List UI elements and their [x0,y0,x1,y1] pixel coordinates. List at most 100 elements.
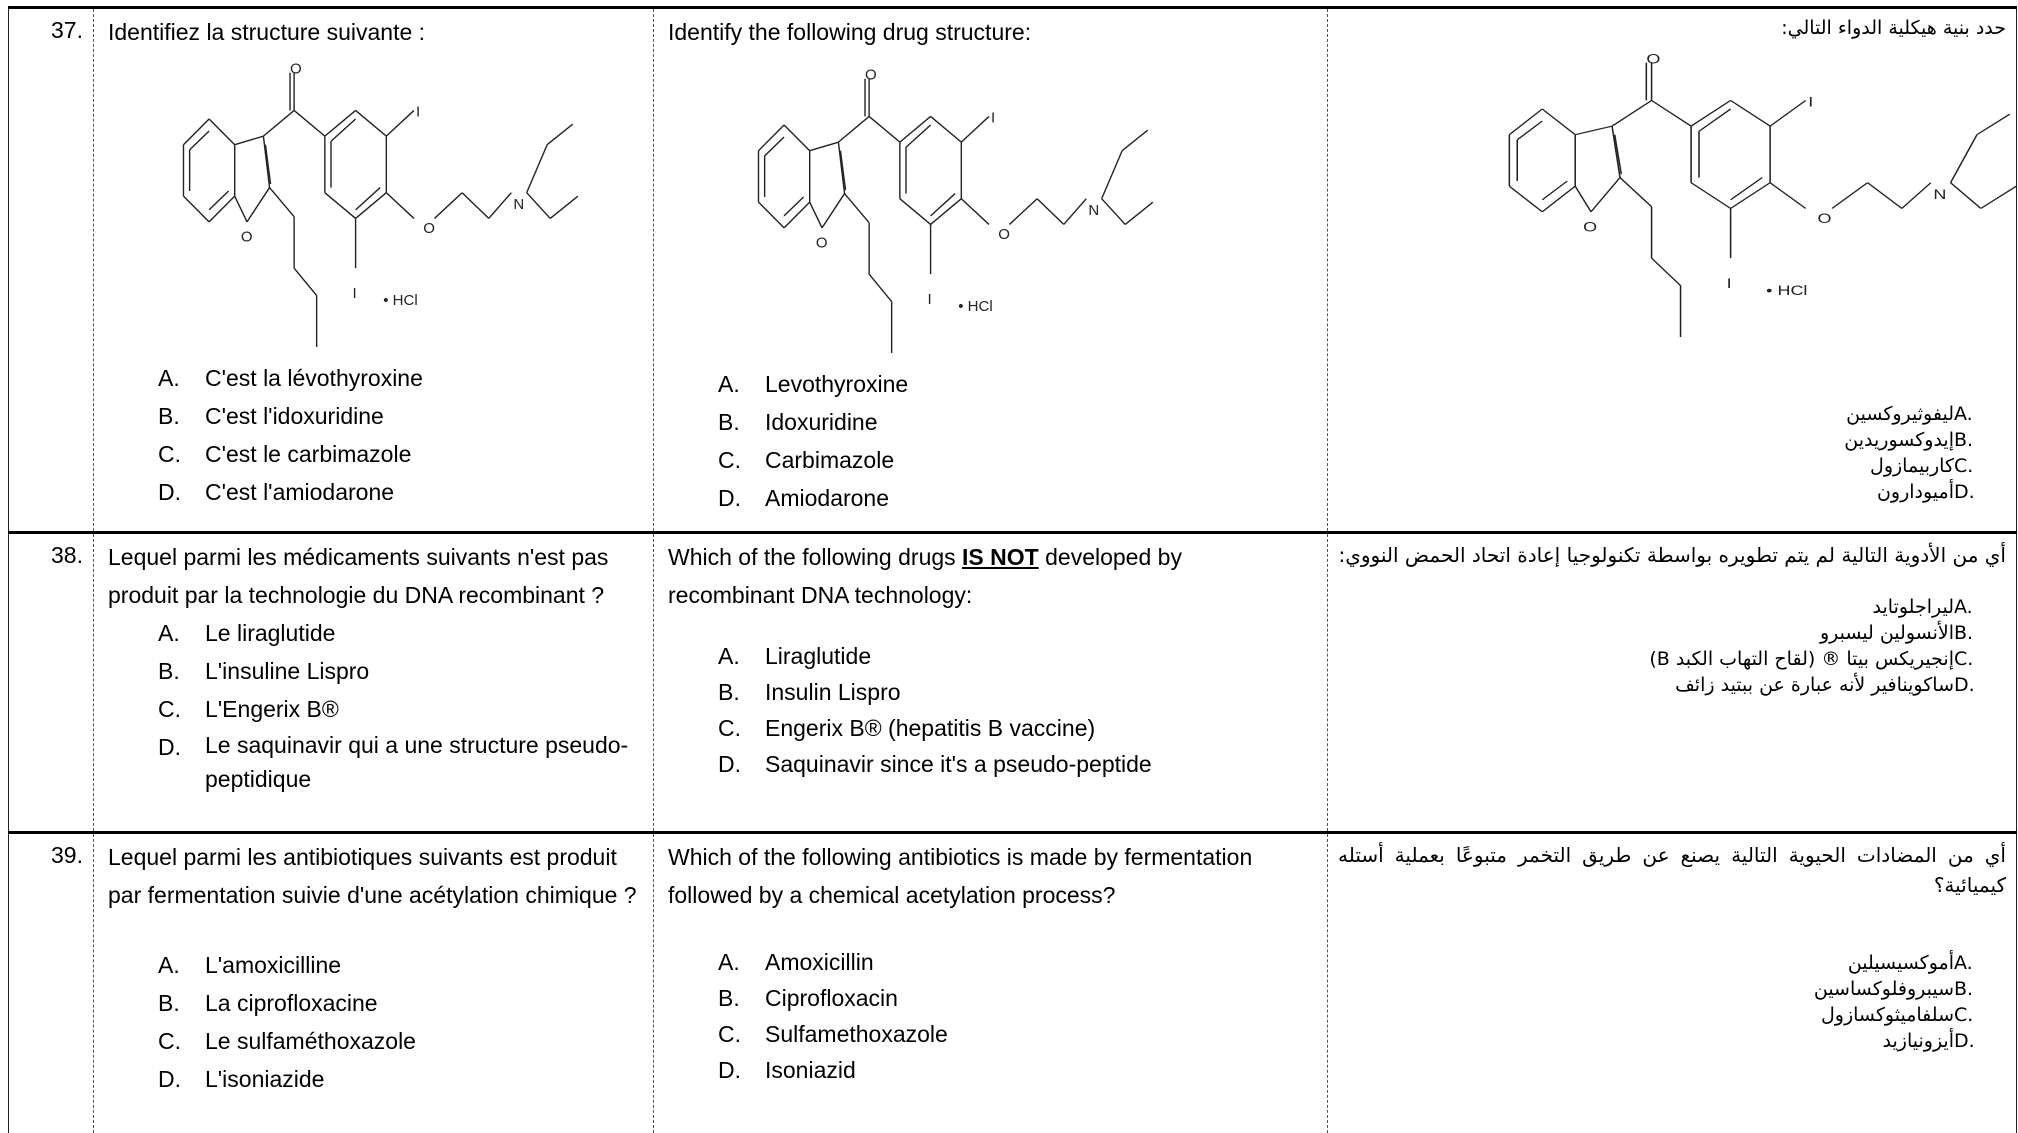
option-a[interactable]: A.ليفوثيروكسين [1846,403,1973,425]
option-c[interactable]: C.كاربيمازول [1870,455,1974,477]
option-d[interactable]: D.أيزونيازيد [1882,1030,1975,1052]
question-text-ar: حدد بنية هيكلية الدواء التالي: [1781,17,2006,39]
option-d[interactable]: D.Amiodarone [718,485,890,511]
bond-line [1008,198,1038,225]
option-c[interactable]: C.سلفاميثوكسازول [1820,1004,1974,1026]
option-c[interactable]: C.C'est le carbimazole [158,441,412,467]
bond-line [1650,257,1682,286]
question-text-fr: Identifiez la structure suivante : [108,19,426,45]
atom-label: I [928,291,932,308]
option-d[interactable]: D.Le saquinavir qui a une structure pseu… [158,732,629,792]
bond-line [1976,113,2011,136]
bond-line [837,142,846,194]
option-b[interactable]: B.Ciprofloxacin [718,985,898,1011]
bond-line [189,130,210,151]
atom-label: O [816,235,828,252]
option-c[interactable]: C.Carbimazole [718,447,895,473]
bond-line [1063,198,1087,225]
option-b[interactable]: B.La ciprofloxacine [158,990,378,1016]
bond-line [839,150,847,191]
bond-line [783,196,805,217]
option-a[interactable]: A.Amoxicillin [718,949,874,975]
bond-line [262,109,295,137]
bond-line [930,193,956,217]
bond-line [293,267,318,297]
option-b[interactable]: B.الأنسولين ليسبرو [1819,622,1974,644]
bond-line [526,192,551,219]
atom-label: O [1646,51,1660,67]
option-b[interactable]: B.C'est l'idoxuridine [158,403,384,429]
option-d[interactable]: D.أميودارون [1876,481,1975,503]
bond-line [208,118,236,146]
atom-label: • HCl [958,298,992,315]
bond-line [324,192,357,219]
option-a[interactable]: A.Liraglutide [718,643,872,669]
bond-line [549,195,579,219]
english-column: Identify the following drug structure: O… [653,7,1328,533]
option-c[interactable]: C.إنجيريكس بيتا ® (لقاح التهاب الكبد B) [1649,648,1974,670]
bond-line [246,187,271,223]
atom-label: I [416,103,420,120]
bond-line [234,195,248,223]
options-list-ar: A.أموكسيسيلين B.سيبروفلوكساسين C.سلفاميث… [1338,950,2006,1054]
option-b[interactable]: B.Insulin Lispro [718,679,901,705]
option-d[interactable]: D.C'est l'amiodarone [158,479,395,505]
option-d[interactable]: D.Isoniazid [718,1057,856,1083]
option-a[interactable]: A.ليراجلوتايد [1872,596,1973,618]
option-d[interactable]: D.ساكوينافير لأنه عبارة عن ببتيد زائف [1675,674,1975,696]
option-a[interactable]: A.Levothyroxine [718,371,909,397]
option-b[interactable]: B.Idoxuridine [718,409,878,435]
option-c[interactable]: C.Le sulfaméthoxazole [158,1028,416,1054]
bond-line [385,192,415,219]
option-b[interactable]: B.سيبروفلوكساسين [1813,978,1974,1000]
atom-label: I [991,109,995,126]
option-b[interactable]: B.إيدوكسوريدين [1844,429,1974,451]
bond-line [293,109,326,137]
atom-label: O [423,220,435,237]
bond-line [182,118,210,146]
question-number: 37. [8,7,94,533]
atom-label: O [1583,219,1597,235]
bond-line [1611,99,1653,127]
bond-line [1769,99,1807,127]
option-a[interactable]: A.Le liraglutide [158,620,336,646]
options-list-fr: A.C'est la lévothyroxine B.C'est l'idoxu… [108,359,639,511]
bond-line [930,115,962,143]
option-c[interactable]: C.Engerix B® (hepatitis B vaccine) [718,715,1096,741]
option-b[interactable]: B.L'insuline Lispro [158,658,370,684]
option-c[interactable]: C.L'Engerix B® [158,696,339,722]
atom-label: O [1818,211,1832,227]
bond-line [783,201,811,229]
bond-line [1949,134,1978,183]
bond-line [1508,185,1543,213]
bond-line [1831,182,1869,209]
bond-line [1541,185,1576,213]
option-d[interactable]: D.L'isoniazide [158,1066,325,1092]
bond-line [1619,177,1653,208]
question-text-en: Which of the following drugs IS NOT deve… [668,544,1182,608]
atom-label: I [353,285,357,302]
question-number: 38. [8,532,94,833]
bond-line [1901,182,1932,209]
question-text-ar: أي من الأدوية التالية لم يتم تطويره بواس… [1338,543,2006,567]
question-text-ar: أي من المضادات الحيوية التالية يصنع عن ط… [1338,843,2006,897]
option-c[interactable]: C.Sulfamethoxazole [718,1021,948,1047]
bond-line [1980,185,2017,209]
question-text-fr: Lequel parmi les antibiotiques suivants … [108,844,637,908]
option-a[interactable]: A.أموكسيسيلين [1847,952,1973,974]
bond-line [1541,180,1568,201]
atom-label: I [1808,94,1813,110]
french-column: Lequel parmi les antibiotiques suivants … [93,832,654,1133]
option-a[interactable]: A.L'amoxicilline [158,952,342,978]
option-d[interactable]: D.Saquinavir since it's a pseudo-peptide [718,751,1152,777]
bond-line [1949,182,1982,209]
bond-line [905,124,932,148]
bond-line [208,195,236,223]
english-column: Which of the following drugs IS NOT deve… [653,532,1328,833]
option-a[interactable]: A.C'est la lévothyroxine [158,365,423,391]
atom-label: O [241,229,253,246]
bond-line [1730,99,1771,127]
